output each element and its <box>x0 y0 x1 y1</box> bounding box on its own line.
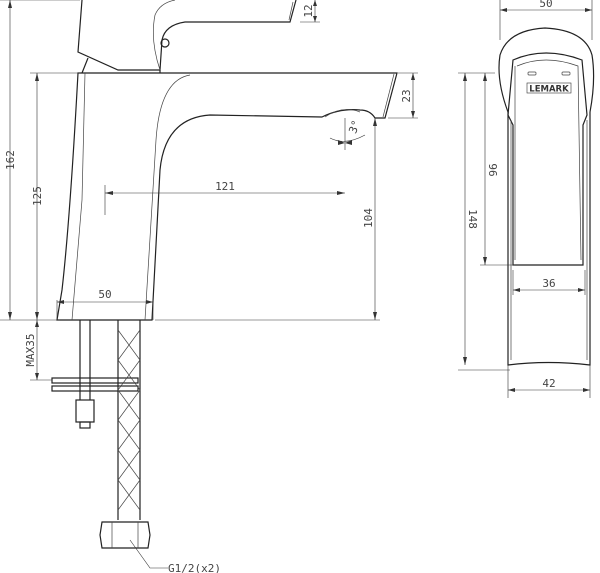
dim-12: 12 <box>302 4 315 17</box>
front-face-inner <box>514 59 582 261</box>
hose-nut-facets <box>111 522 139 548</box>
dim-3-degrees: 3° <box>346 118 363 135</box>
hose-nut <box>99 521 151 549</box>
dim-104: 104 <box>362 208 375 228</box>
dim-96: 96 <box>486 163 499 176</box>
side-view <box>51 0 398 549</box>
threaded-rod <box>79 320 91 400</box>
aerator <box>324 109 361 118</box>
dim-50-base: 50 <box>98 288 111 301</box>
front-view: LEMARK <box>498 27 595 366</box>
front-body-edge <box>510 120 588 360</box>
front-handle-outline <box>498 27 595 113</box>
handle-lever <box>77 0 297 71</box>
dim-36: 36 <box>542 277 555 290</box>
body-curve <box>144 74 191 321</box>
indicator-hot <box>561 71 571 76</box>
dim-125: 125 <box>31 186 44 206</box>
dim-42: 42 <box>542 377 555 390</box>
dim-23: 23 <box>400 89 413 102</box>
spout-edge <box>382 73 395 118</box>
dim-max35: MAX35 <box>24 333 37 366</box>
front-dimensions: 50 148 96 36 42 <box>458 0 593 398</box>
faucet-body <box>56 72 398 321</box>
dim-50-front: 50 <box>539 0 552 10</box>
svg-text:LEMARK: LEMARK <box>529 85 569 95</box>
washer-plate-2 <box>51 385 139 392</box>
mounting-nut <box>75 399 95 423</box>
side-dimensions: 162 125 12 23 121 104 3° 50 MAX35 G1/2(x… <box>0 0 418 573</box>
body-edge <box>71 72 86 321</box>
front-body <box>507 112 591 366</box>
lemark-logo: LEMARK <box>526 82 572 95</box>
indicator-cold <box>527 71 537 76</box>
handle-contour <box>153 0 176 71</box>
handle-tip <box>288 1 294 21</box>
dim-148: 148 <box>466 209 479 229</box>
handle-screw <box>160 38 170 48</box>
rod-end <box>79 421 91 429</box>
handle-collar <box>81 57 161 74</box>
dim-162: 162 <box>4 150 17 170</box>
washer-plate <box>51 377 139 384</box>
braided-hose <box>117 320 141 520</box>
dim-121: 121 <box>215 180 235 193</box>
hose-thread-label: G1/2(x2) <box>168 562 221 573</box>
